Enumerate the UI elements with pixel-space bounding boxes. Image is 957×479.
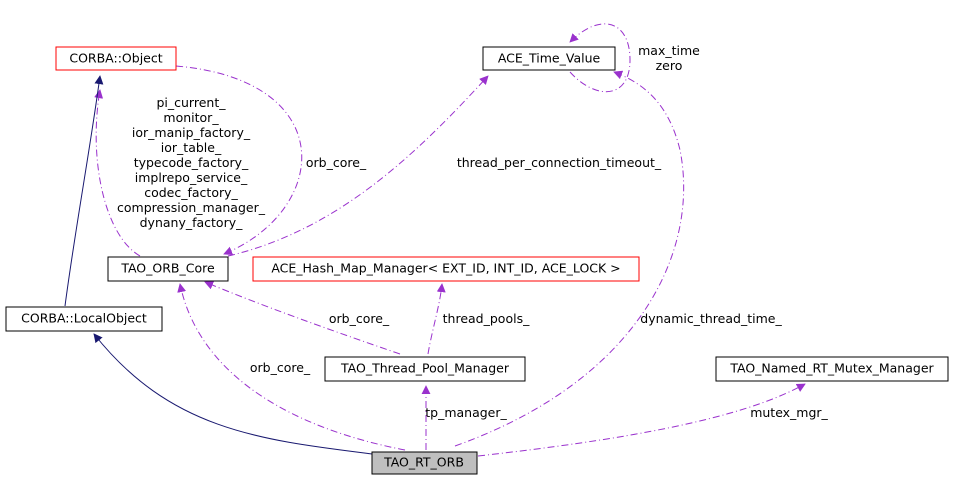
edge-thread-pool-to-orb-core — [204, 280, 401, 355]
label-ior-table: ior_table_ — [161, 140, 222, 155]
edge-rt-orb-to-orb-core — [177, 283, 406, 451]
label-implrepo-service: implrepo_service_ — [135, 170, 248, 185]
svg-text:CORBA::LocalObject: CORBA::LocalObject — [21, 311, 147, 326]
svg-text:ACE_Hash_Map_Manager< EXT_ID,: ACE_Hash_Map_Manager< EXT_ID, INT_ID, AC… — [271, 261, 620, 276]
svg-text:TAO_ORB_Core: TAO_ORB_Core — [120, 261, 215, 276]
node-corba-localobject[interactable]: CORBA::LocalObject — [5, 306, 163, 332]
label-tp-manager: tp_manager_ — [425, 405, 507, 420]
label-orb-core-top: orb_core_ — [306, 155, 367, 170]
svg-text:TAO_RT_ORB: TAO_RT_ORB — [383, 455, 464, 470]
node-tao-orb-core[interactable]: TAO_ORB_Core — [107, 256, 229, 282]
label-monitor: monitor_ — [163, 110, 219, 125]
node-corba-object[interactable]: CORBA::Object — [55, 46, 177, 71]
edge-orb-core-to-corba-object-left — [94, 89, 141, 257]
label-zero: zero — [656, 58, 683, 73]
svg-text:TAO_Thread_Pool_Manager: TAO_Thread_Pool_Manager — [340, 361, 510, 376]
label-typecode-factory: typecode_factory_ — [134, 155, 249, 170]
edge-thread-pool-to-hash-map — [427, 283, 446, 355]
label-pi-current: pi_current_ — [156, 95, 226, 110]
label-codec-factory: codec_factory_ — [144, 185, 238, 200]
node-ace-time-value[interactable]: ACE_Time_Value — [482, 46, 616, 71]
label-ior-manip-factory: ior_manip_factory_ — [132, 125, 251, 140]
edge-corba-object-orb-core — [175, 65, 303, 256]
node-ace-hash-map-manager[interactable]: ACE_Hash_Map_Manager< EXT_ID, INT_ID, AC… — [252, 256, 640, 282]
edge-localobject-inherits-object — [64, 75, 104, 307]
label-orb-core-mid: orb_core_ — [329, 311, 390, 326]
edge-rt-orb-to-time-value — [454, 70, 685, 447]
label-thread-pools: thread_pools_ — [443, 311, 530, 326]
edge-orb-core-to-time-value — [227, 75, 489, 257]
svg-text:ACE_Time_Value: ACE_Time_Value — [498, 51, 601, 66]
node-tao-named-rt-mutex-manager[interactable]: TAO_Named_RT_Mutex_Manager — [715, 356, 949, 382]
label-mutex-mgr: mutex_mgr_ — [750, 405, 828, 420]
label-compression-manager: compression_manager_ — [117, 200, 266, 215]
edge-rt-orb-inherits-localobject — [93, 333, 373, 455]
label-orb-core-low: orb_core_ — [250, 360, 311, 375]
label-group-orb-core-members: pi_current_ monitor_ ior_manip_factory_ … — [117, 95, 266, 230]
node-tao-rt-orb[interactable]: TAO_RT_ORB — [371, 451, 478, 475]
label-dynany-factory: dynany_factory_ — [140, 215, 244, 230]
edge-time-value-self-loop — [569, 23, 631, 93]
label-max-time: max_time — [638, 43, 700, 58]
label-thread-per-connection-timeout: thread_per_connection_timeout_ — [457, 155, 662, 170]
node-tao-thread-pool-manager[interactable]: TAO_Thread_Pool_Manager — [324, 356, 526, 382]
edge-rt-orb-to-mutex-manager — [477, 383, 806, 457]
svg-text:TAO_Named_RT_Mutex_Manager: TAO_Named_RT_Mutex_Manager — [729, 361, 934, 376]
label-dynamic-thread-time: dynamic_thread_time_ — [640, 311, 782, 326]
svg-text:CORBA::Object: CORBA::Object — [69, 51, 162, 66]
